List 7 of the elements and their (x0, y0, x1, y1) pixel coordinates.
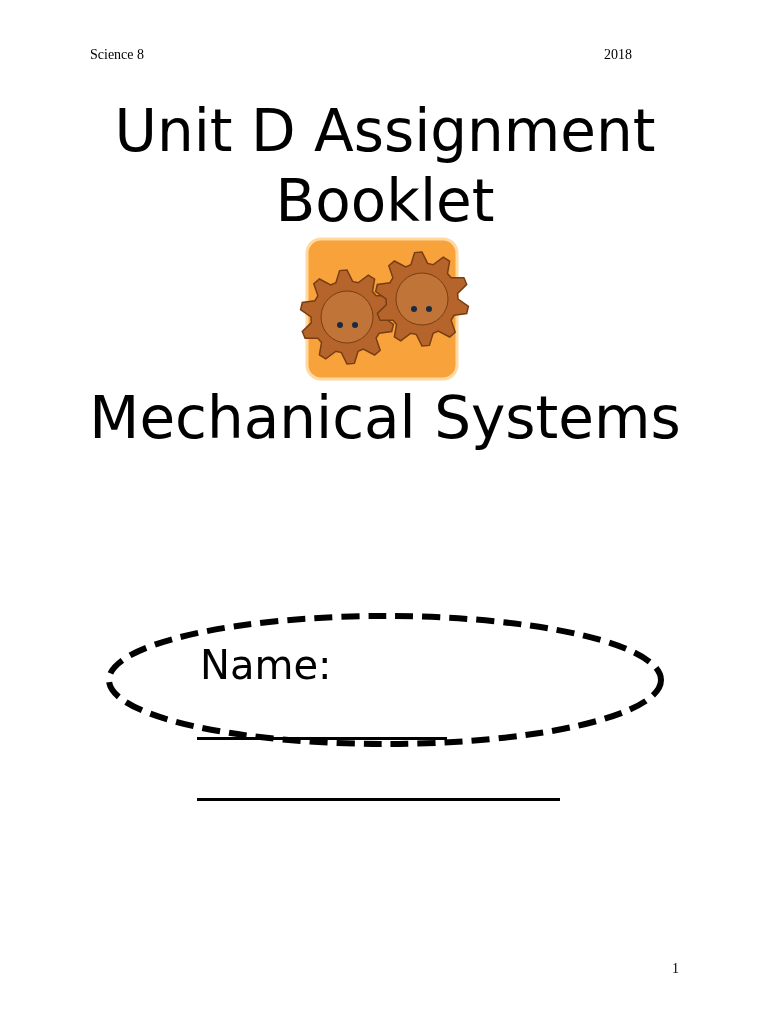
field-label: Name: (200, 642, 332, 688)
page-number: 1 (672, 961, 679, 977)
header-text: Science 8 (90, 47, 145, 63)
title: Unit D Assignment Booklet (113, 96, 657, 236)
dashed-ellipse (105, 612, 665, 748)
header-text: 2018 (604, 47, 632, 63)
subtitle: Mechanical Systems (88, 383, 682, 453)
